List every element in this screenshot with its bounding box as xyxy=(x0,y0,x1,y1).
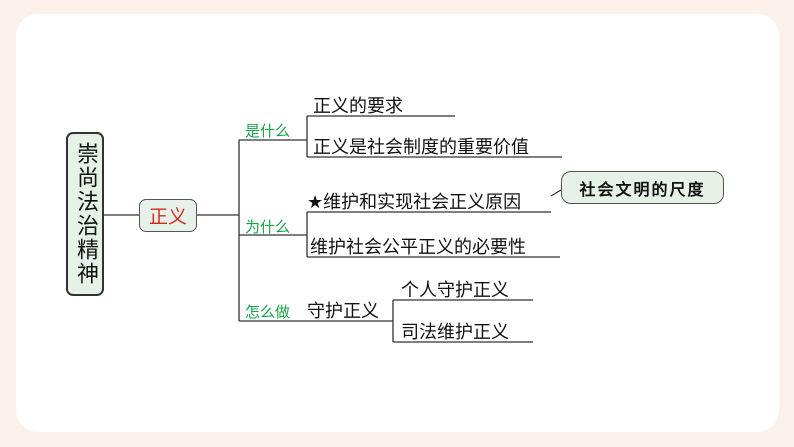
root-node: 崇尚法治精神 xyxy=(66,132,104,296)
item-why-1: ★维护和实现社会正义原因 xyxy=(307,192,522,213)
category-what-label: 是什么 xyxy=(245,122,291,140)
item-what-2: 正义是社会制度的重要价值 xyxy=(313,137,529,158)
branch-node: 正义 xyxy=(139,199,197,232)
how-label: 守护正义 xyxy=(307,301,379,322)
note-node: 社会文明的尺度 xyxy=(561,171,724,204)
category-why-label: 为什么 xyxy=(245,218,291,236)
category-how-label: 怎么做 xyxy=(245,303,291,321)
root-label: 崇尚法治精神 xyxy=(73,142,98,286)
item-how-1: 个人守护正义 xyxy=(401,280,509,301)
branch-label: 正义 xyxy=(148,206,187,228)
item-how-2: 司法维护正义 xyxy=(401,322,509,343)
connector-note xyxy=(550,189,562,197)
item-why-2: 维护社会公平正义的必要性 xyxy=(310,237,526,258)
note-label: 社会文明的尺度 xyxy=(579,179,706,199)
item-what-1: 正义的要求 xyxy=(313,96,403,117)
